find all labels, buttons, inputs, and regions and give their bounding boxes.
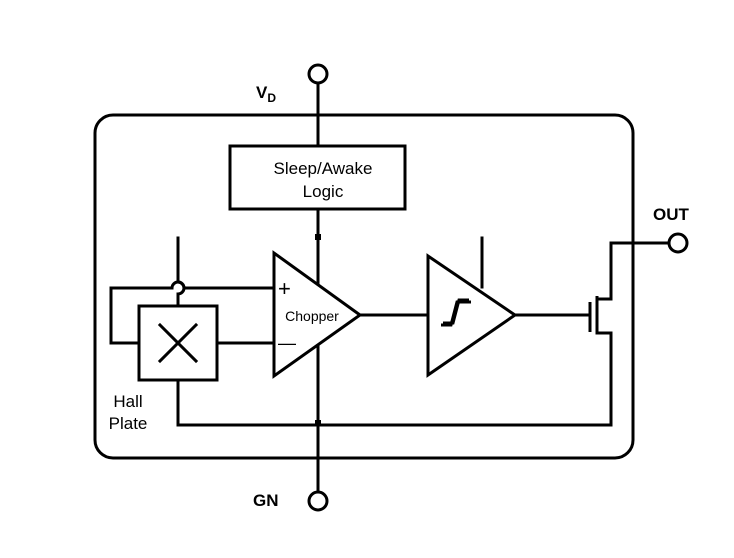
amp-minus-sign: — [278, 333, 296, 353]
hall-supply-wire [176, 236, 186, 308]
sleep-awake-logic-block [228, 144, 407, 211]
hall-plus-loop-wire [109, 286, 276, 345]
mosfet-drain-wire [595, 241, 670, 301]
vd-pin-terminal[interactable] [307, 63, 329, 85]
out-pin-terminal[interactable] [667, 232, 689, 254]
hall-plate-cross-b [157, 322, 199, 364]
vd-pin-label: VD [256, 83, 276, 105]
chopper-label: Chopper [285, 308, 339, 324]
amp-plus-sign: + [278, 276, 291, 301]
logic-label-line1: Sleep/Awake [274, 159, 373, 178]
vd-pin-subscript: D [267, 91, 276, 105]
hall-label-line2: Plate [109, 414, 148, 433]
out-pin-label: OUT [653, 205, 690, 224]
chopper-amplifier [272, 250, 363, 379]
logic-label-line2: Logic [303, 182, 344, 201]
schmitt-trigger [426, 253, 518, 378]
node-dot-bottom [315, 420, 321, 426]
gnd-pin-label: GN [253, 491, 279, 510]
ic-package-outline [93, 113, 635, 460]
node-dot-top [315, 234, 321, 240]
hall-bottom-ground-wire [176, 331, 613, 427]
hall-label-line1: Hall [113, 392, 142, 411]
hall-plus-hop [170, 280, 186, 290]
gnd-pin-terminal[interactable] [307, 490, 329, 512]
hysteresis-icon [441, 298, 471, 327]
